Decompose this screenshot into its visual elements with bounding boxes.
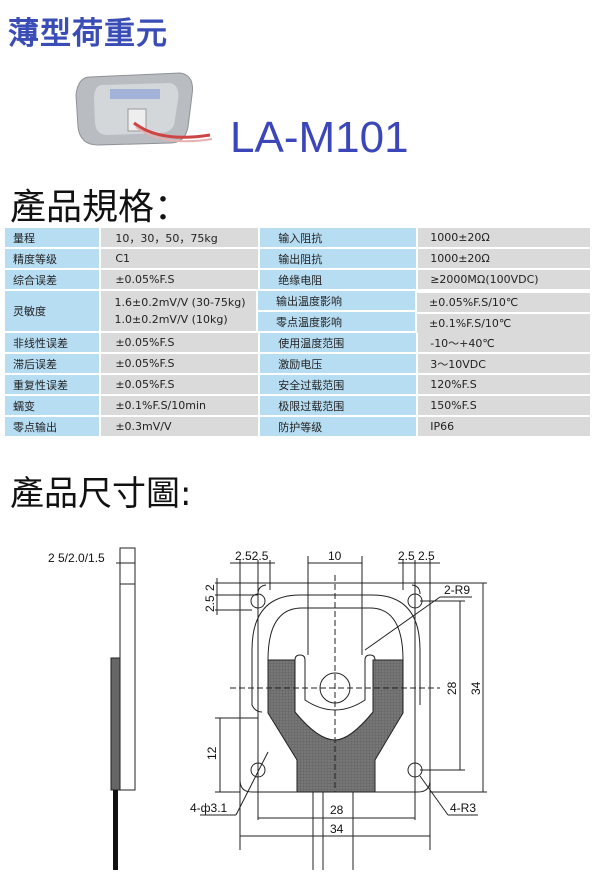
spec-value: ±0.1%F.S/10℃ [417, 314, 590, 333]
dim-width-28: 28 [330, 803, 344, 817]
spec-value: ±0.05%F.S [101, 270, 259, 289]
spec-value-line: ±0.05%F.S [115, 378, 175, 391]
spec-value-line: 10，30，50，75kg [115, 231, 218, 245]
spec-label: 精度等级 [5, 249, 100, 268]
drawing-heading: 產品尺寸圖: [10, 474, 192, 514]
spec-label: 蠕变 [5, 396, 100, 415]
spec-label: 绝缘电阻 [260, 270, 417, 289]
spec-label: 使用温度范围 [260, 333, 417, 352]
spec-label: 输出阻抗 [260, 249, 417, 268]
spec-value: ±0.1%F.S/10min [101, 396, 259, 415]
spec-label: 零点输出 [5, 417, 100, 436]
spec-label: 综合误差 [5, 270, 100, 289]
dim-width-34: 34 [330, 822, 344, 836]
load-cell-photo [75, 72, 213, 146]
spec-value: ±0.3mV/V [101, 417, 259, 436]
spec-value-line: ±0.05%F.S [115, 273, 175, 286]
top-view [200, 556, 487, 870]
spec-value: IP66 [418, 417, 590, 436]
spec-heading: 產品規格： [10, 187, 191, 228]
spec-value: 120%F.S [418, 375, 590, 394]
spec-value: ±0.05%F.S [101, 375, 259, 394]
spec-label: 重复性误差 [5, 375, 100, 394]
spec-row: 灵敏度 1.6±0.2mV/V (30-75kg) 1.0±0.2mV/V (10k… [5, 291, 590, 333]
spec-label: 滞后误差 [5, 354, 100, 373]
spec-label: 防护等级 [260, 417, 417, 436]
dim-corner-radius: 4-R3 [450, 801, 476, 815]
spec-row: 综合误差 ±0.05%F.S 绝缘电阻≥2000MΩ(100VDC) [5, 270, 590, 289]
spec-value-line: ±0.1%F.S/10min [115, 399, 206, 412]
spec-label: 输出温度影响 [258, 291, 415, 310]
dim-left-2: 2 [203, 584, 217, 591]
spec-value-line: ±0.05%F.S [115, 357, 175, 370]
spec-value-line: ±0.3mV/V [115, 420, 172, 433]
spec-value: ±0.05%F.S [101, 354, 259, 373]
dim-hole-spec: 4-ф3.1 [190, 801, 228, 815]
spec-label: 灵敏度 [5, 291, 99, 331]
spec-value: C1 [101, 249, 259, 268]
spec-label: 非线性误差 [5, 333, 100, 352]
spec-label: 量程 [5, 228, 100, 247]
side-thickness-label: 2 5/2.0/1.5 [48, 551, 105, 565]
spec-value: ±0.05%F.S [101, 333, 259, 352]
dim-left-12: 12 [205, 746, 219, 760]
dim-height-34: 34 [469, 681, 483, 695]
spec-label: 安全过载范围 [260, 375, 417, 394]
spec-value-line: ±0.05%F.S [115, 336, 175, 349]
dim-radius-r9: 2-R9 [444, 583, 470, 597]
spec-label: 极限过载范围 [260, 396, 417, 415]
page-title: 薄型荷重元 [8, 16, 168, 52]
spec-value-line: C1 [115, 252, 131, 265]
spec-label: 输入阻抗 [260, 228, 417, 247]
side-view [110, 547, 136, 870]
spec-value: ≥2000MΩ(100VDC) [418, 270, 590, 289]
dim-top-right: 2.5 2.5 [398, 549, 435, 563]
spec-value-line: 1.6±0.2mV/V (30-75kg) [114, 296, 246, 309]
spec-value: -10～+40℃ [418, 333, 590, 352]
dim-height-28: 28 [445, 681, 459, 695]
spec-value: ±0.05%F.S/10℃ [417, 293, 590, 312]
spec-value: 150%F.S [418, 396, 590, 415]
spec-value: 3～10VDC [418, 354, 590, 373]
dim-top-left: 2.52.5 [235, 549, 269, 563]
spec-label: 激励电压 [260, 354, 417, 373]
model-number: LA-M101 [230, 113, 409, 162]
dimension-drawing: 2 5/2.0/1.5 [48, 547, 487, 870]
spec-label: 零点温度影响 [258, 312, 415, 331]
spec-value-line: 1.0±0.2mV/V (10kg) [114, 313, 228, 326]
spec-value: 1.6±0.2mV/V (30-75kg) 1.0±0.2mV/V (10kg) [100, 291, 256, 331]
spec-value: 10，30，50，75kg [101, 228, 259, 247]
spec-value: 1000±20Ω [418, 249, 590, 268]
dim-left-2-5: 2.5 [203, 595, 217, 612]
spec-value: 1000±20Ω [418, 228, 590, 247]
dim-top-center: 10 [328, 549, 342, 563]
spec-row: 非线性误差 ±0.05%F.S 使用温度范围-10～+40℃ [5, 333, 590, 352]
